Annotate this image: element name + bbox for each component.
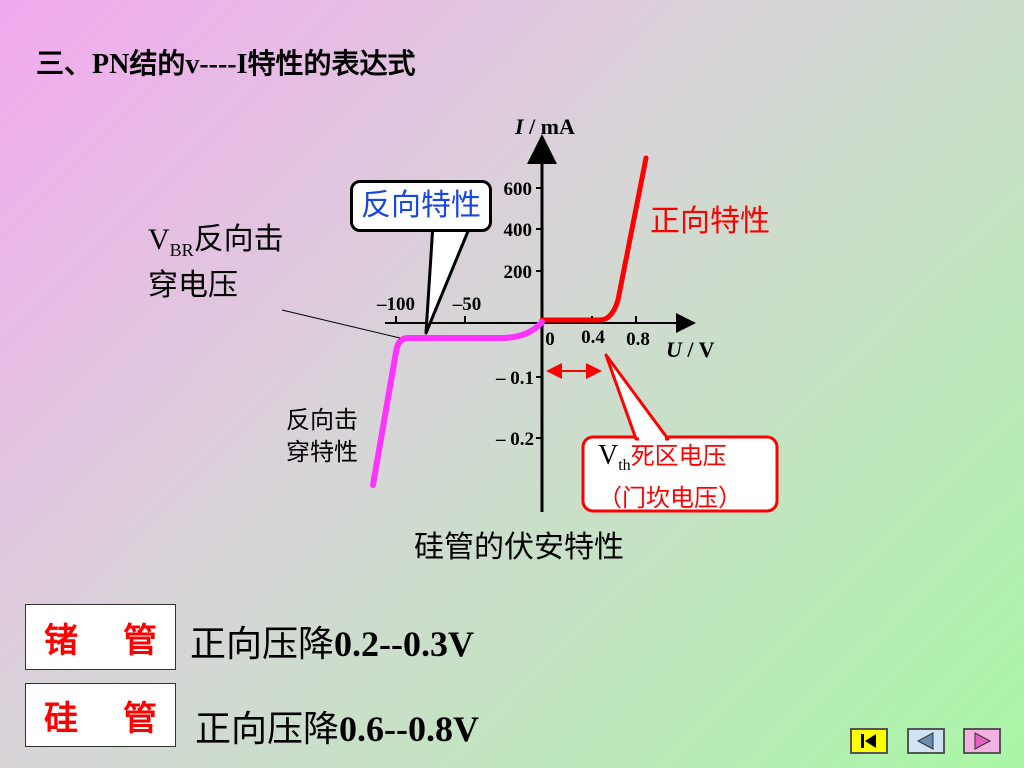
x-tick-label: –100 [376,294,415,315]
vbr-label: VBR反向击 穿电压 [148,222,284,304]
y-tick-label: 200 [504,262,533,283]
breakdown-label: 反向击 穿特性 [286,404,358,468]
germanium-char-1: 锗 [44,620,78,661]
germanium-drop-text: 正向压降0.2--0.3V [190,615,474,667]
vth-symbol: V [598,440,619,471]
reverse-curve [370,319,545,488]
silicon-char-2: 管 [123,698,157,739]
silicon-drop-value: 0.6--0.8V [339,709,479,749]
silicon-drop-text: 正向压降0.6--0.8V [195,700,479,752]
vth-callout-pointer [604,353,670,441]
germanium-char-2: 管 [123,620,157,661]
vth-label: Vth死区电压 （门坎电压） [598,440,742,514]
next-page-icon [974,732,992,750]
previous-page-icon [916,732,934,750]
germanium-label-box: 锗 管 [25,604,176,670]
vbr-subscript: BR [169,240,194,260]
y-tick-label: 400 [504,220,533,241]
reverse-char-label: 反向特性 [350,180,492,232]
vbr-text-2: 穿电压 [148,268,238,303]
next-page-button[interactable] [963,728,1001,754]
germanium-drop-prefix: 正向压降 [190,624,335,664]
germanium-drop-value: 0.2--0.3V [334,624,474,664]
y-tick-label: – 0.1 [495,368,534,389]
first-page-button[interactable] [850,728,888,754]
x-tick-label: –50 [452,294,482,315]
silicon-char-1: 硅 [44,698,78,739]
vbr-text-1: 反向击 [193,222,284,257]
diagram-caption: 硅管的伏安特性 [414,530,624,565]
vth-callout-box [581,435,779,513]
vbr-leader-line [281,309,401,339]
forward-char-label: 正向特性 [650,204,770,239]
vth-text: 死区电压 [630,442,727,470]
breakdown-text-2: 穿特性 [286,438,358,466]
previous-page-button[interactable] [907,728,945,754]
vth-text-2: （门坎电压） [598,483,742,512]
silicon-drop-prefix: 正向压降 [195,709,340,749]
y-tick-label: 600 [504,179,533,200]
y-tick-label: – 0.2 [495,429,534,450]
page-title: 三、PN结的v----I特性的表达式 [36,49,416,80]
x-axis-label: U / V [666,337,715,362]
vbr-symbol: V [148,223,170,256]
vth-subscript: th [618,456,631,474]
x-tick-label: 0.4 [581,327,605,348]
x-tick-label: 0.8 [626,329,650,350]
x-tick-label: 0 [545,329,555,350]
breakdown-text-1: 反向击 [286,406,358,434]
first-page-icon [861,734,876,748]
y-axis-label: I / mA [514,114,575,139]
silicon-label-box: 硅 管 [25,683,176,747]
forward-curve [539,155,649,323]
